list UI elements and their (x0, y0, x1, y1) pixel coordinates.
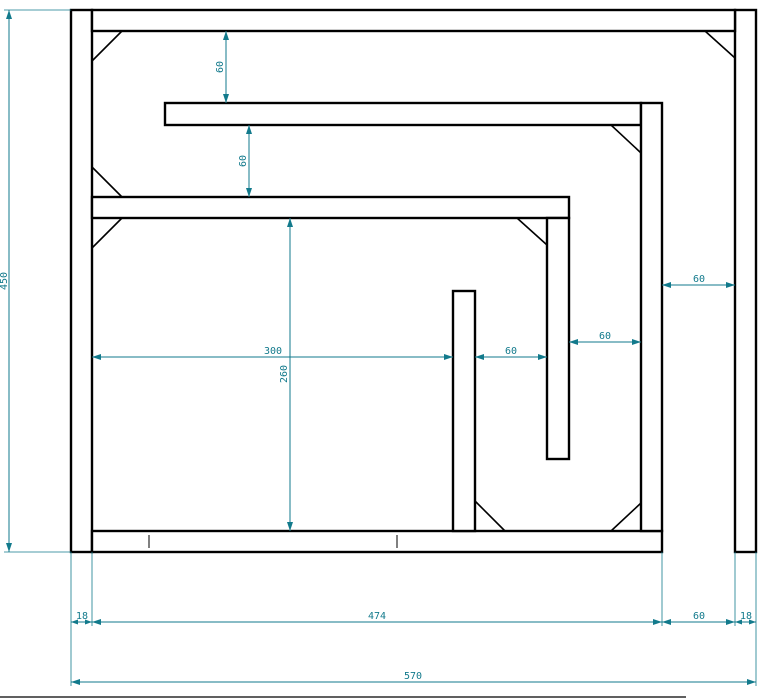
arrow-head (747, 679, 756, 685)
arrow-head (726, 619, 735, 625)
arrow-head (735, 619, 742, 625)
arrow-head (92, 354, 101, 360)
label-middle-gap: 60 (238, 155, 249, 167)
brace-upper-shelf (610, 124, 642, 154)
label-gap-to-back-divider: 60 (599, 331, 611, 342)
label-inner-width: 474 (368, 611, 386, 622)
upper-shelf (163, 101, 643, 127)
short-divider (451, 289, 477, 533)
arrow-head (444, 354, 453, 360)
brace-inner-divider (516, 217, 548, 246)
bottom-panel (90, 529, 664, 554)
arrow-head (662, 619, 671, 625)
arrow-head (92, 619, 101, 625)
arrow-head (749, 619, 756, 625)
label-total-height: 450 (0, 272, 10, 290)
dimensions: 450 60 60 260 300 60 60 6 (0, 9, 757, 686)
brace-top-left (91, 30, 123, 62)
arrow-head (632, 339, 641, 345)
arrow-head (287, 218, 293, 227)
arrow-head (6, 543, 12, 552)
arrow-head (538, 354, 547, 360)
middle-shelf (90, 195, 571, 220)
left-side-panel (69, 8, 94, 554)
arrow-head (6, 10, 12, 19)
arrow-head (246, 125, 252, 134)
label-right-panel: 18 (740, 611, 752, 622)
cabinet-panels (69, 8, 758, 554)
arrow-head (223, 94, 229, 103)
brace-top-right (704, 30, 736, 59)
brace-middle-shelf-top (91, 166, 123, 198)
arrow-head (653, 619, 662, 625)
label-right-chamber: 60 (693, 611, 705, 622)
arrow-head (287, 522, 293, 531)
corner-braces (91, 30, 736, 532)
inner-divider (545, 216, 571, 461)
label-left-panel: 18 (76, 611, 88, 622)
arrow-head (71, 619, 78, 625)
label-gap-between-dividers: 60 (505, 346, 517, 357)
brace-short-divider (474, 500, 506, 532)
arrow-head (662, 282, 671, 288)
top-panel (90, 8, 737, 33)
brace-middle-shelf-bottom (91, 217, 123, 249)
arrow-head (71, 679, 80, 685)
right-side-panel (733, 8, 758, 554)
label-chamber-height: 260 (279, 365, 290, 383)
label-top-gap: 60 (215, 61, 226, 73)
label-chamber-width: 300 (264, 346, 282, 357)
back-divider (639, 101, 664, 533)
label-total-width: 570 (404, 671, 422, 682)
arrow-head (475, 354, 484, 360)
arrow-head (85, 619, 92, 625)
arrow-head (569, 339, 578, 345)
arrow-head (726, 282, 735, 288)
arrow-head (223, 31, 229, 40)
label-outer-chamber-gap: 60 (693, 274, 705, 285)
arrow-head (246, 188, 252, 197)
brace-back-divider (610, 502, 642, 532)
